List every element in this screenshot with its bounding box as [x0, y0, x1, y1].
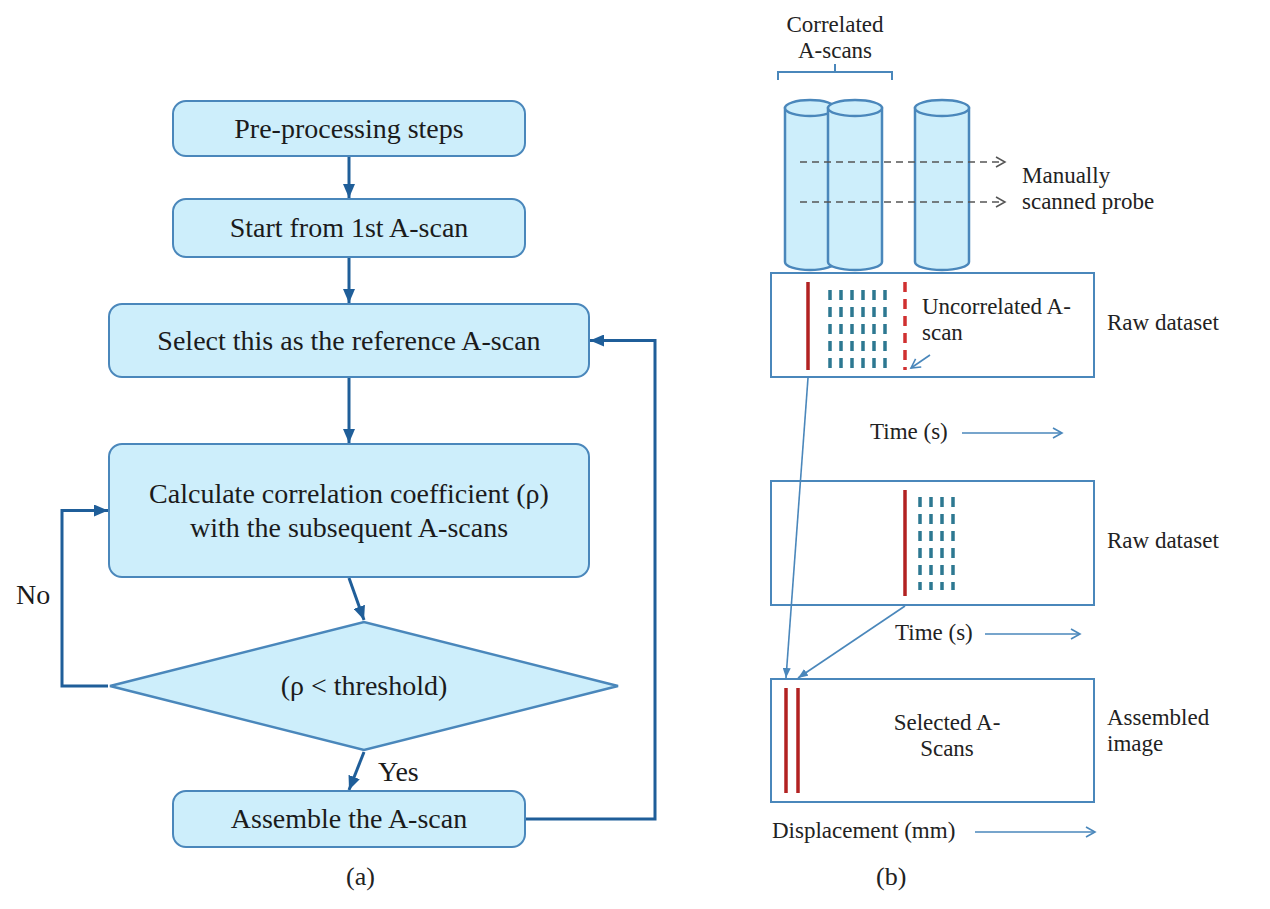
selected-ascan	[796, 688, 800, 793]
reference-ascan	[903, 490, 907, 596]
box-text: Start from 1st A-scan	[230, 211, 469, 245]
annotation: Time (s)	[895, 620, 973, 646]
annotation: Manually scanned probe	[1022, 163, 1172, 216]
dataset-label: Raw dataset	[1107, 310, 1247, 336]
dataset-label: Raw dataset	[1107, 528, 1247, 554]
flow-arrow	[349, 578, 364, 620]
process-box: Calculate correlation coefficient (ρ) wi…	[108, 443, 590, 578]
leader-line	[911, 355, 930, 368]
correlated-ascans	[920, 497, 953, 590]
selected-ascan	[784, 688, 788, 793]
panel-label: (a)	[346, 862, 375, 892]
scan-arrows	[800, 162, 1005, 202]
flow-arrow	[526, 341, 655, 820]
flow-arrow	[62, 511, 108, 687]
flow-arrow	[348, 378, 351, 443]
edge-label: Yes	[376, 755, 421, 789]
process-box: Select this as the reference A-scan	[108, 303, 590, 378]
flow-arrow	[798, 606, 905, 678]
dataset-box: Selected A-ScansAssembled image	[770, 678, 1095, 803]
axis-arrow	[975, 831, 1095, 833]
uncorrelated-ascan	[903, 282, 907, 370]
box-text: Uncorrelated A-scan	[922, 294, 1087, 347]
box-text: Calculate correlation coefficient (ρ) wi…	[128, 477, 570, 544]
flow-arrow	[348, 157, 351, 198]
edge-label: No	[14, 578, 52, 612]
box-text: Select this as the reference A-scan	[157, 324, 540, 358]
flow-arrow	[348, 258, 351, 303]
bracket	[778, 64, 892, 80]
dataset-box: Uncorrelated A-scanRaw dataset	[770, 272, 1095, 378]
process-box: Start from 1st A-scan	[172, 198, 526, 258]
axis-arrow	[985, 633, 1080, 635]
annotation: Displacement (mm)	[772, 818, 955, 844]
box-text: (ρ < threshold)	[281, 669, 448, 703]
scan-arrow	[800, 201, 1005, 203]
process-box: Pre-processing steps	[172, 100, 526, 157]
flow-arrow	[349, 752, 364, 790]
box-text: Assemble the A-scan	[231, 802, 467, 836]
box-text: Selected A-Scans	[867, 710, 1027, 763]
annotation: Correlated A-scans	[775, 12, 895, 65]
decision-diamond: (ρ < threshold)	[108, 620, 620, 752]
box-text: Pre-processing steps	[234, 112, 463, 146]
process-box: Assemble the A-scan	[172, 790, 526, 848]
annotation: Time (s)	[870, 419, 948, 445]
dataset-label: Assembled image	[1107, 705, 1247, 758]
axis-arrow	[962, 432, 1062, 434]
cylinder-top	[828, 100, 882, 116]
correlated-ascans	[830, 290, 885, 370]
cylinder	[828, 108, 882, 270]
scan-arrow	[800, 161, 1005, 163]
flow-arrow	[786, 378, 808, 678]
cylinder-top	[915, 100, 969, 116]
panel-label: (b)	[876, 862, 906, 892]
reference-ascan	[806, 282, 810, 370]
probe-cylinders	[785, 100, 969, 270]
cylinder	[915, 108, 969, 270]
dataset-box: Raw dataset	[770, 480, 1095, 606]
